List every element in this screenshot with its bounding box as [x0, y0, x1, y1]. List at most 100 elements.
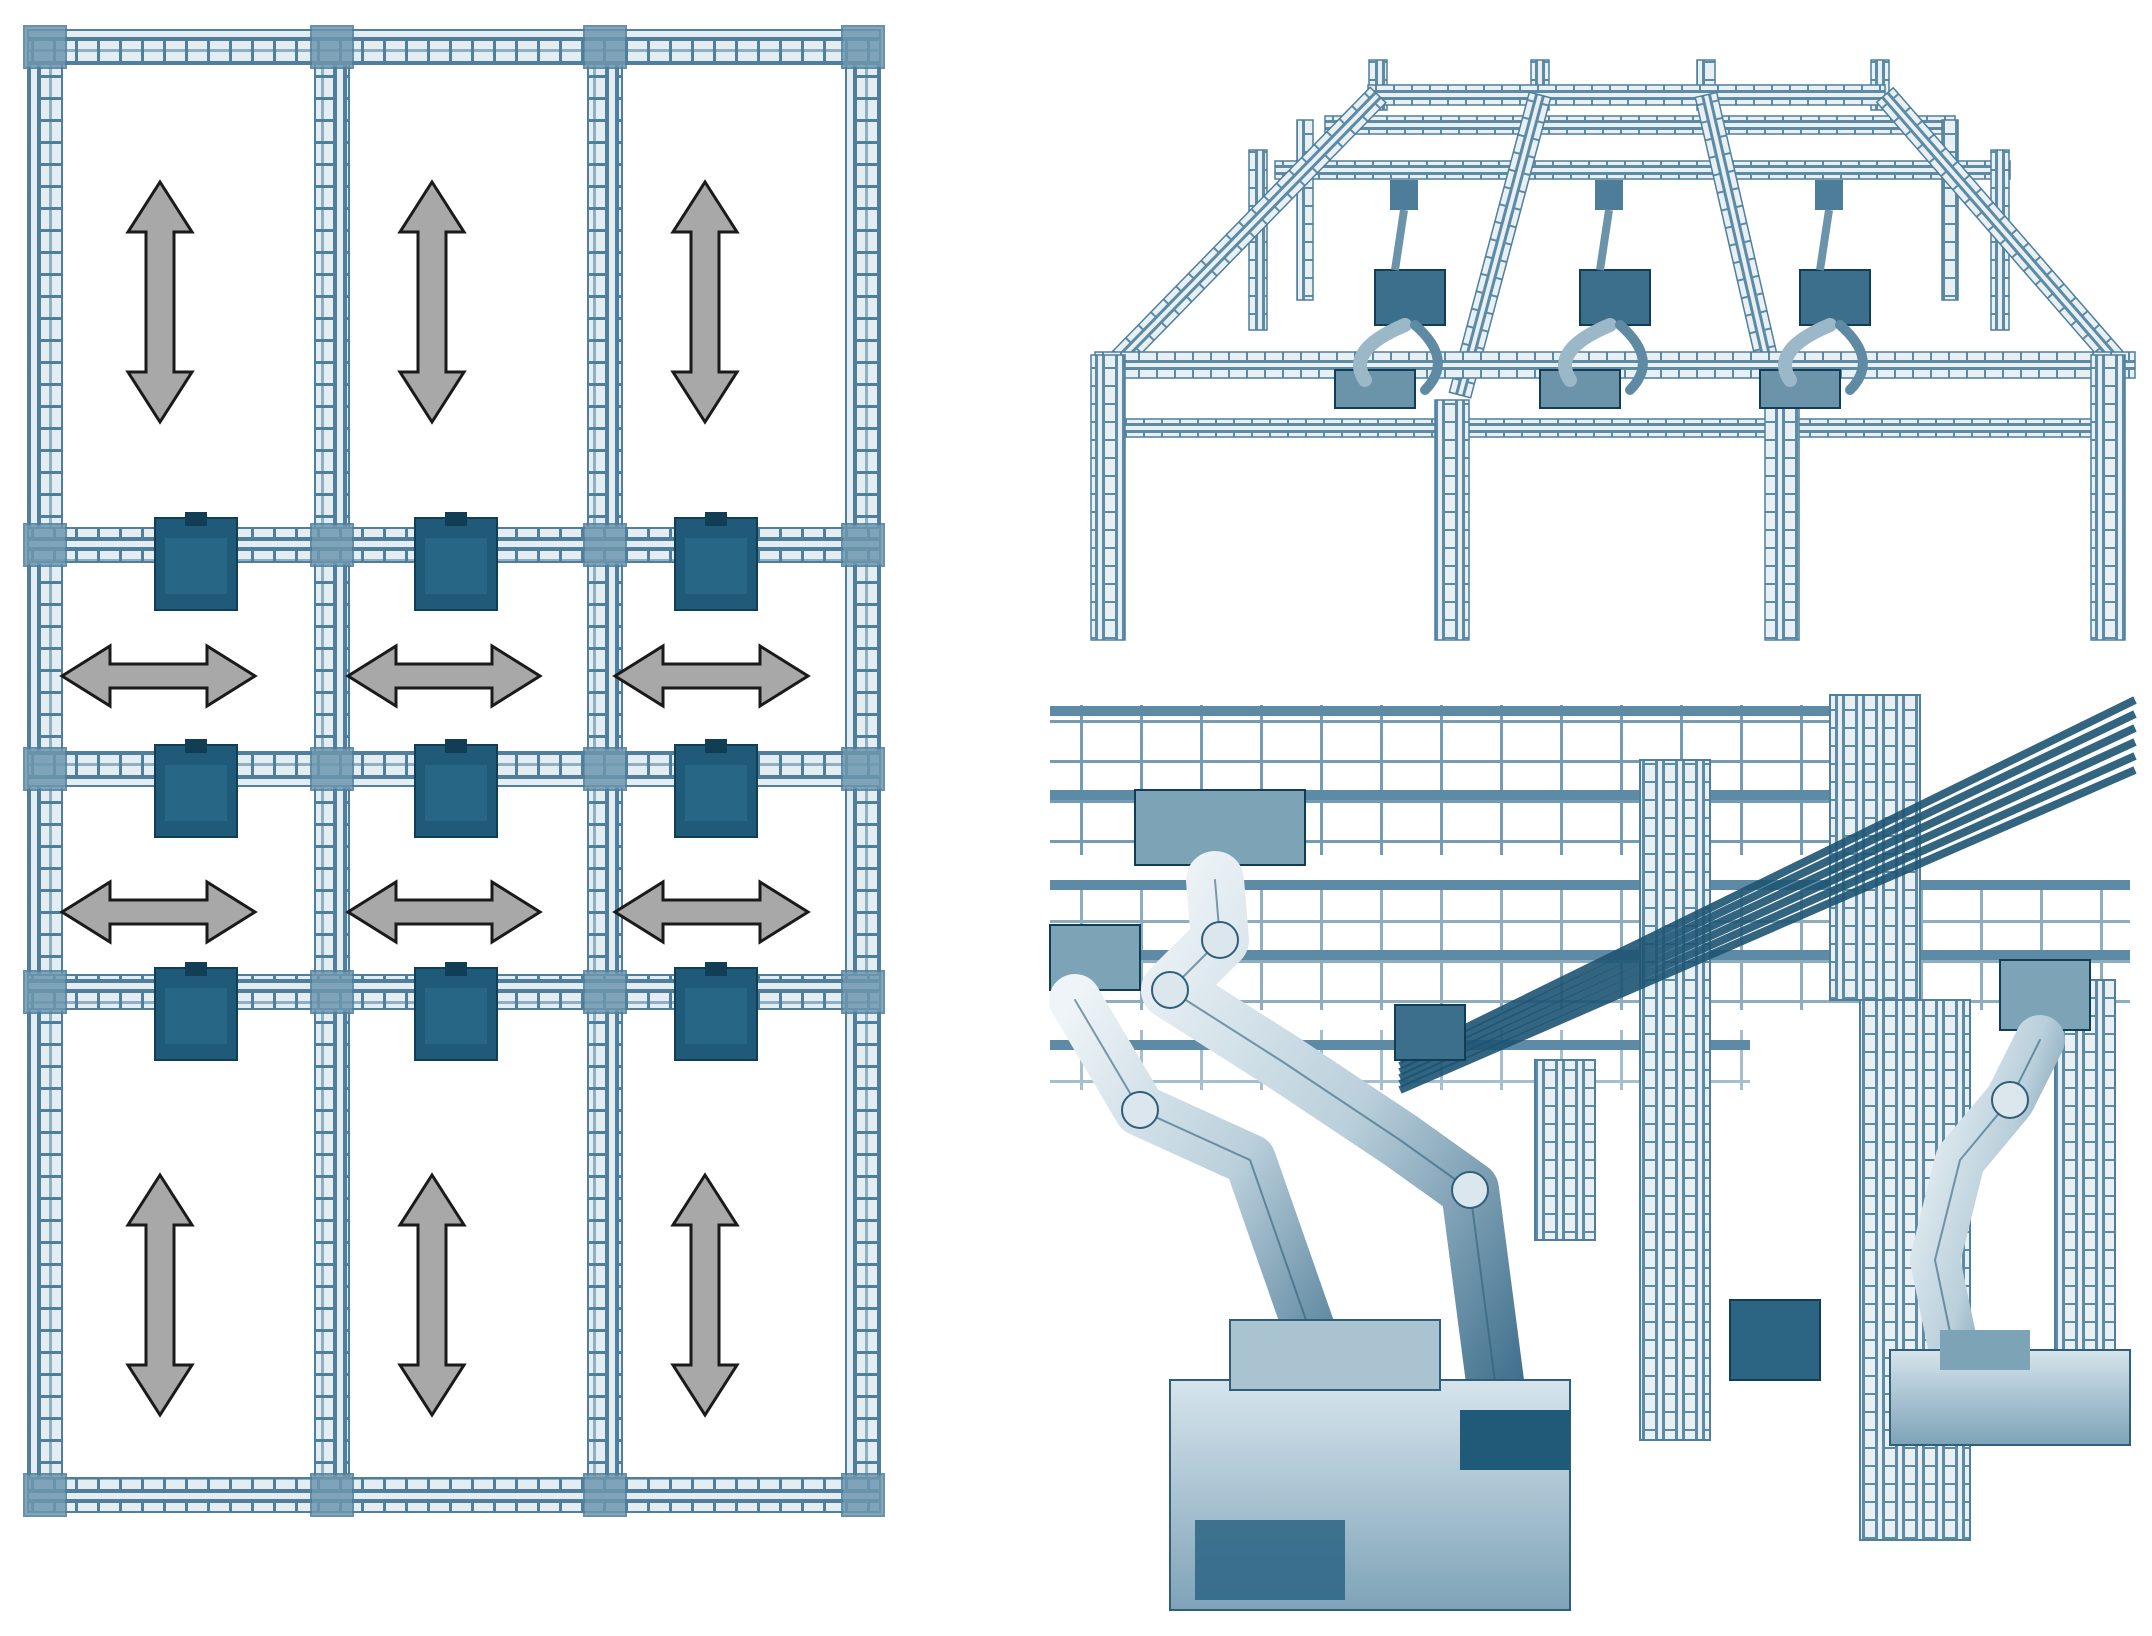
beam-joint	[583, 970, 627, 1014]
robot-drop	[1816, 209, 1833, 271]
robot-module	[414, 739, 498, 838]
robot-module-mount	[705, 739, 727, 753]
horizontal-double-arrow	[59, 643, 258, 709]
robot-base	[1759, 369, 1841, 409]
vertical-double-arrow	[125, 1172, 195, 1418]
robot-module-mount	[445, 962, 467, 976]
robot-arm	[1835, 320, 1868, 395]
vertical-double-arrow	[670, 179, 740, 425]
robot-module	[674, 739, 758, 838]
beam-joint	[841, 523, 885, 567]
robot-base	[1539, 369, 1621, 409]
robot-module-detail	[165, 988, 227, 1044]
beam-joint	[583, 747, 627, 791]
cable-bundle	[1398, 696, 2137, 1064]
cable-bundle	[1398, 738, 2137, 1082]
robot-module	[414, 512, 498, 611]
robot-joint	[1151, 971, 1189, 1009]
front-lower-beam	[1099, 418, 2111, 438]
beam-joint	[23, 970, 67, 1014]
robot-module-mount	[185, 512, 207, 526]
robot-joint	[1991, 1081, 2029, 1119]
depth-beam-left	[1091, 86, 1387, 389]
vertical-double-arrow	[397, 179, 467, 425]
cable-bundle	[1398, 724, 2137, 1076]
robot-arm	[1558, 318, 1617, 387]
beam-joint	[583, 523, 627, 567]
horizontal-rail	[1050, 706, 1850, 716]
truss-beam-body	[1274, 160, 2011, 180]
top-view-gantry-layout	[23, 25, 885, 1517]
beam-joint	[310, 747, 354, 791]
robot-module-detail	[425, 988, 487, 1044]
upper-beam	[1274, 160, 2011, 180]
cable-bundle	[1398, 710, 2137, 1070]
beam-joint	[23, 747, 67, 791]
truss-beam-body	[1091, 86, 1387, 389]
depth-beam	[1448, 91, 1552, 399]
robot-module-detail	[425, 765, 487, 821]
robot-module-mount	[185, 739, 207, 753]
beam-joint	[23, 523, 67, 567]
workstation-dark-part	[1460, 1410, 1570, 1470]
horizontal-double-arrow	[612, 879, 811, 945]
horizontal-double-arrow	[345, 879, 543, 945]
robot-module-mount	[705, 512, 727, 526]
beam-joint	[23, 1473, 67, 1517]
workstation-shadow	[1195, 1520, 1345, 1600]
horizontal-double-arrow	[59, 879, 258, 945]
beam-joint	[23, 25, 67, 69]
robot-module-detail	[165, 538, 227, 594]
beam-joint	[310, 25, 354, 69]
workstation-fixture	[1940, 1330, 2030, 1370]
horizontal-double-arrow	[612, 643, 811, 709]
beam-joint	[841, 25, 885, 69]
upper-beam	[1324, 115, 1956, 135]
front-leg	[1090, 354, 1126, 641]
robot-arm	[1353, 318, 1412, 387]
robot-arm	[1778, 318, 1837, 387]
workstation-fixture	[1229, 1319, 1441, 1391]
robot-joint	[1121, 1091, 1159, 1129]
cable-bundle	[1398, 752, 2137, 1088]
robot-module-detail	[685, 988, 747, 1044]
robot-module	[154, 962, 238, 1061]
beam-joint	[841, 747, 885, 791]
rail-carriage	[1394, 1004, 1466, 1061]
robot-carriage	[1799, 269, 1871, 326]
truss-beam-body	[1367, 84, 1886, 106]
mid-post	[1296, 119, 1314, 301]
robot-unit	[1759, 180, 1871, 409]
robot-module-detail	[685, 538, 747, 594]
beam-joint	[583, 1473, 627, 1517]
front-leg	[2090, 354, 2126, 641]
robot-joint	[1201, 921, 1239, 959]
robot-joint	[1451, 1171, 1489, 1209]
workstation-block	[1729, 1299, 1821, 1381]
cable-bundle	[1398, 766, 2137, 1094]
robot-module-mount	[445, 512, 467, 526]
robot-arm	[1615, 320, 1648, 395]
robot-drop	[1391, 209, 1408, 271]
beam-joint	[841, 970, 885, 1014]
robot-module	[674, 962, 758, 1061]
robot-unit	[1334, 180, 1446, 409]
robot-base	[1334, 369, 1416, 409]
robot-drop	[1596, 209, 1613, 271]
beam-joint	[310, 523, 354, 567]
beam-joint	[841, 1473, 885, 1517]
robot-module	[674, 512, 758, 611]
robot-unit	[1539, 180, 1651, 409]
beam-joint	[310, 970, 354, 1014]
robot-module-detail	[165, 765, 227, 821]
horizontal-rail	[1050, 880, 2130, 890]
robot-module-detail	[425, 538, 487, 594]
beam-joint	[310, 1473, 354, 1517]
truss-beam-body	[1448, 91, 1552, 399]
robot-top-mount	[1815, 180, 1843, 210]
robot-module-detail	[685, 765, 747, 821]
robot-top-mount	[1390, 180, 1418, 210]
back-top-beam	[1367, 84, 1886, 106]
robot-carriage	[1374, 269, 1446, 326]
